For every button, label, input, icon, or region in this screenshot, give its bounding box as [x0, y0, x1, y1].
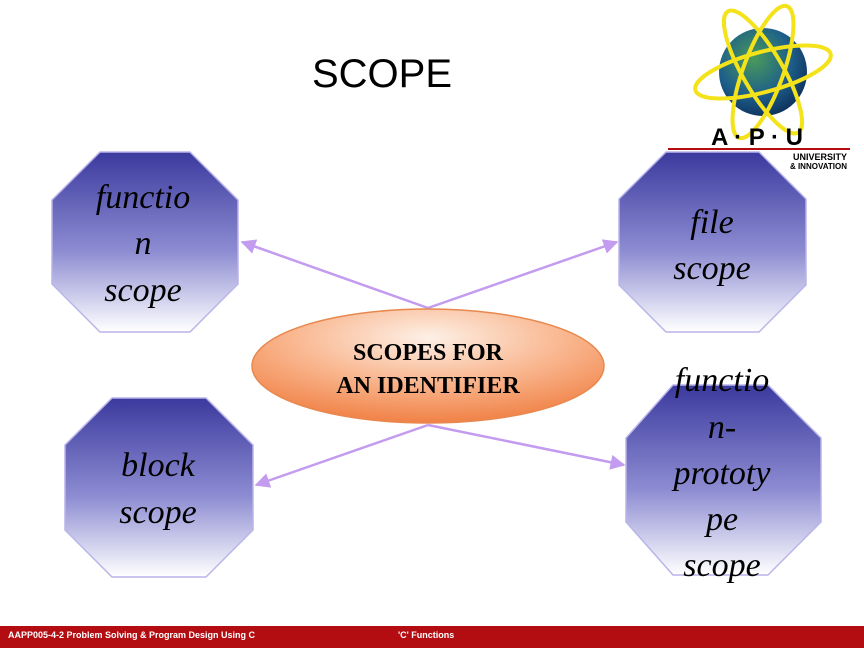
- center-label-line1: SCOPES FOR: [353, 340, 504, 366]
- prototype-scope-line2: n-: [708, 409, 736, 446]
- center-label-line2: AN IDENTIFIER: [336, 373, 520, 399]
- prototype-scope-line3: prototy: [672, 455, 772, 492]
- function-scope-octagon: [51, 151, 239, 333]
- prototype-scope-line4: pe: [704, 501, 738, 538]
- prototype-scope-line1: functio: [675, 362, 769, 399]
- arrow-to-prototype-scope: [427, 423, 626, 470]
- block-scope-octagon: [64, 397, 254, 578]
- footer-course: AAPP005-4-2 Problem Solving & Program De…: [8, 630, 256, 640]
- file-scope-octagon: [618, 151, 807, 333]
- arrow-to-file-scope: [427, 239, 619, 310]
- file-scope-line1: file: [690, 204, 733, 241]
- footer-topic: 'C' Functions: [398, 630, 455, 640]
- logo-innovation: & INNOVATION: [790, 162, 847, 171]
- logo-letters: A · P · U: [711, 124, 803, 151]
- arrow-to-block-scope: [254, 423, 429, 488]
- prototype-scope-label: functio n- prototy pe scope: [672, 362, 772, 584]
- function-scope-line3: scope: [104, 272, 181, 309]
- block-scope-label: block scope: [119, 447, 196, 531]
- apu-logo: A · P · U UNIVERSITY & INNOVATION: [668, 3, 850, 171]
- block-scope-line2: scope: [119, 494, 196, 531]
- footer-bar: AAPP005-4-2 Problem Solving & Program De…: [0, 626, 864, 648]
- globe-icon: [719, 28, 807, 116]
- function-scope-line1: functio: [96, 179, 190, 216]
- function-scope-line2: n: [135, 225, 152, 262]
- center-ellipse: [251, 308, 605, 424]
- function-scope-label: functio n scope: [96, 179, 190, 309]
- file-scope-line2: scope: [673, 250, 750, 287]
- arrow-to-function-scope: [240, 239, 429, 310]
- file-scope-label: file scope: [673, 204, 750, 287]
- prototype-scope-line5: scope: [683, 547, 760, 584]
- logo-university: UNIVERSITY: [793, 152, 847, 162]
- slide-title: SCOPE: [311, 52, 453, 96]
- block-scope-line1: block: [121, 447, 196, 484]
- prototype-scope-octagon: [625, 384, 822, 576]
